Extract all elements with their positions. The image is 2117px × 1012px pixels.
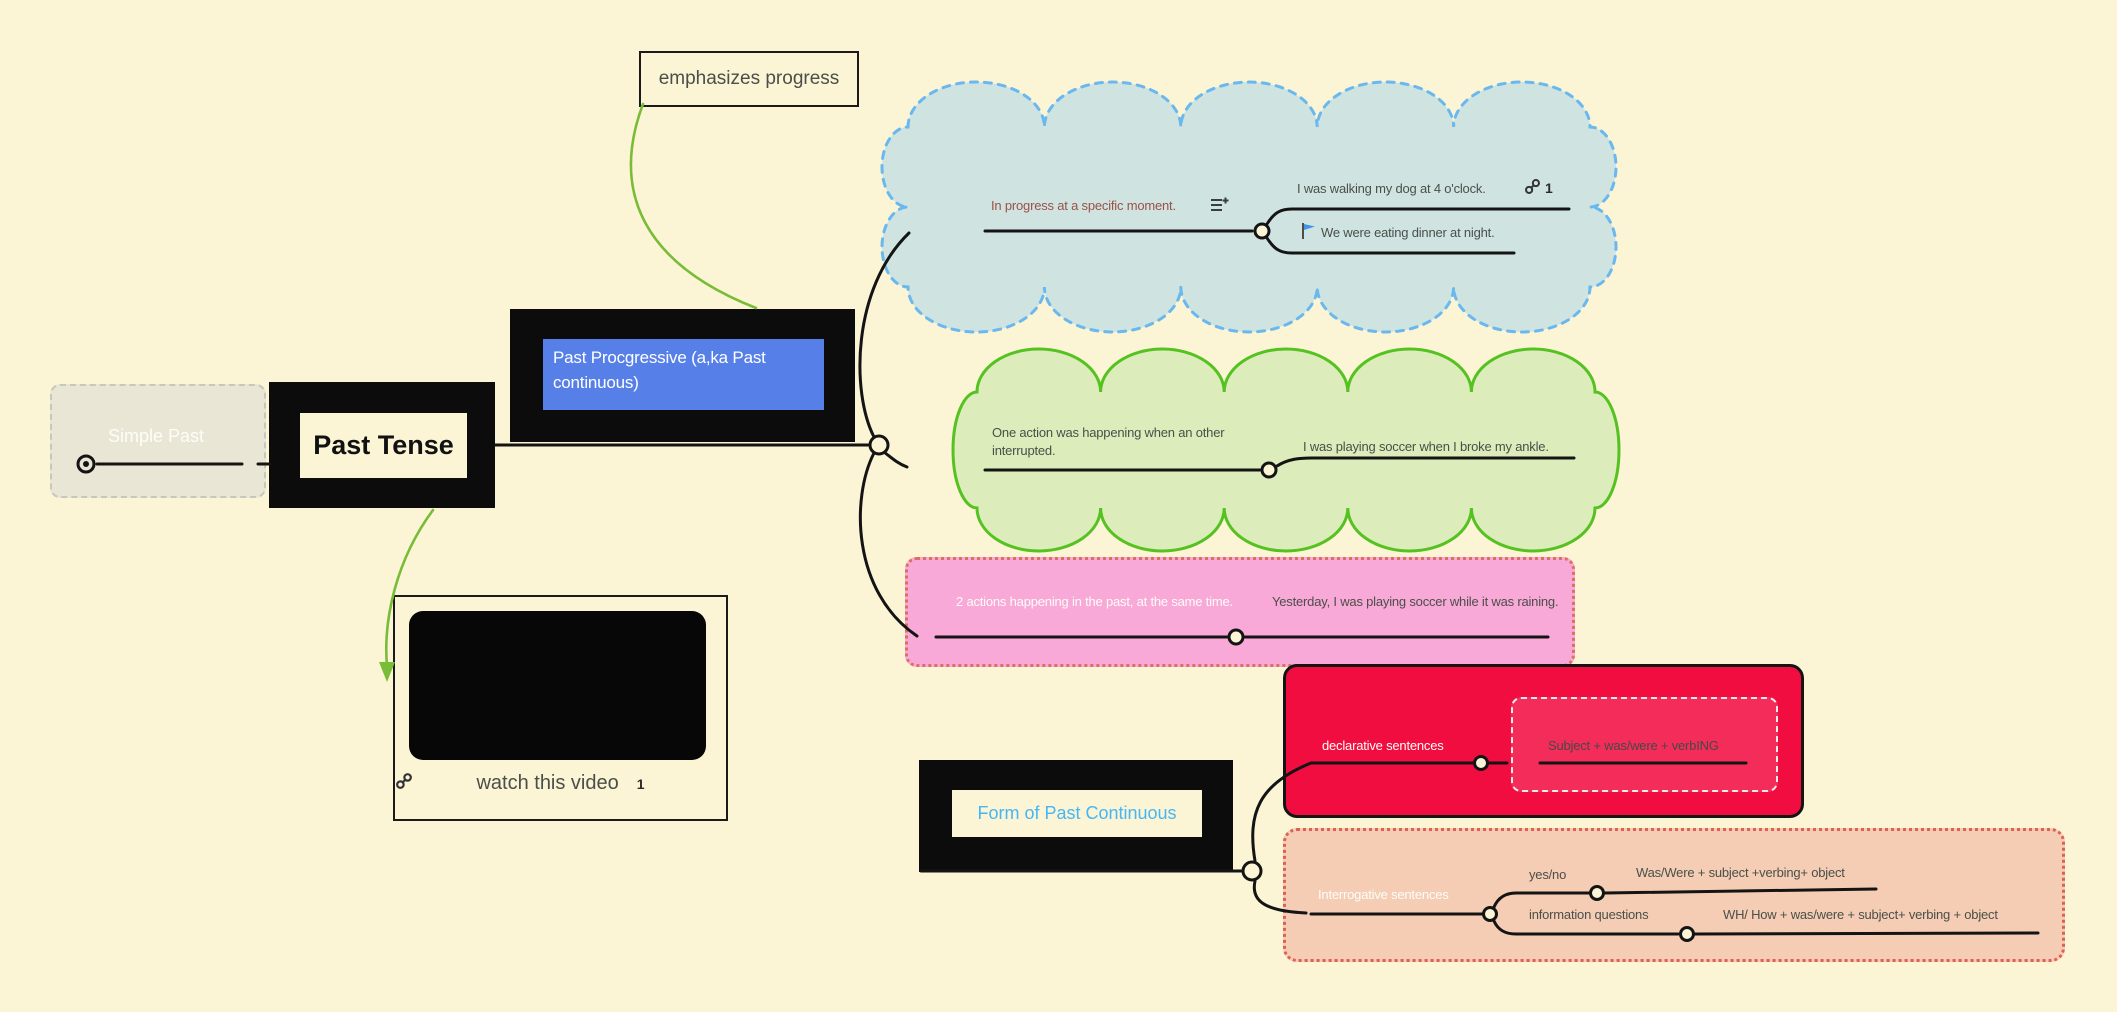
declarative-formula-box[interactable] bbox=[1511, 697, 1778, 792]
connector bbox=[1603, 887, 1878, 895]
connector bbox=[1275, 456, 1576, 468]
connector bbox=[858, 451, 919, 638]
target-icon-dot bbox=[83, 461, 89, 467]
video-caption: watch this video bbox=[476, 772, 619, 794]
connector bbox=[1265, 207, 1571, 226]
video-thumbnail[interactable] bbox=[409, 611, 706, 760]
connector bbox=[1492, 919, 1680, 936]
yes-no-formula[interactable]: Was/Were + subject +verbing+ object bbox=[1636, 865, 1845, 880]
yes-no-label[interactable]: yes/no bbox=[1529, 867, 1567, 882]
declarative-label[interactable]: declarative sentences bbox=[1322, 738, 1444, 753]
declarative-box[interactable] bbox=[1283, 664, 1804, 818]
blue-cloud-shape[interactable] bbox=[880, 80, 1618, 334]
connector bbox=[858, 231, 911, 439]
branch-handle[interactable] bbox=[1679, 926, 1695, 942]
green-cloud-shape[interactable] bbox=[951, 347, 1621, 553]
interrogative-box[interactable] bbox=[1283, 828, 2065, 962]
simple-past-node[interactable] bbox=[50, 384, 266, 498]
blue-example-1-link-count: 1 bbox=[1545, 180, 1553, 196]
past-progressive-highlight: Past Procgressive (a,ka Past continuous) bbox=[543, 339, 824, 410]
form-label: Form of Past Continuous bbox=[977, 803, 1177, 823]
target-icon bbox=[76, 454, 96, 474]
branch-handle[interactable] bbox=[1589, 885, 1605, 901]
declarative-formula[interactable]: Subject + was/were + verbING bbox=[1548, 738, 1719, 753]
blue-cloud-topic[interactable]: In progress at a specific moment. bbox=[991, 198, 1176, 213]
past-progressive-label: Past Procgressive (a,ka Past continuous) bbox=[553, 348, 766, 392]
past-tense-node[interactable]: Past Tense bbox=[269, 382, 495, 508]
connector bbox=[1693, 931, 2040, 936]
connector bbox=[1251, 761, 1313, 863]
interrogative-label[interactable]: Interrogative sentences bbox=[1318, 887, 1449, 902]
video-node[interactable]: watch this video 1 bbox=[393, 595, 728, 821]
form-node[interactable]: Form of Past Continuous bbox=[919, 760, 1233, 872]
relation-arrow[interactable] bbox=[629, 102, 758, 310]
information-label[interactable]: information questions bbox=[1529, 907, 1649, 922]
connector bbox=[1265, 236, 1516, 255]
branch-handle[interactable] bbox=[868, 434, 890, 456]
branch-handle[interactable] bbox=[1260, 461, 1278, 479]
pink-example[interactable]: Yesterday, I was playing soccer while it… bbox=[1272, 594, 1559, 609]
blue-example-1[interactable]: I was walking my dog at 4 o'clock. bbox=[1297, 181, 1486, 196]
branch-handle[interactable] bbox=[1241, 860, 1263, 882]
green-example[interactable]: I was playing soccer when I broke my ank… bbox=[1303, 439, 1549, 454]
arrowhead-icon bbox=[379, 662, 395, 682]
pink-topic[interactable]: 2 actions happening in the past, at the … bbox=[956, 594, 1233, 609]
relation-arrow[interactable] bbox=[385, 508, 435, 668]
simple-past-label: Simple Past bbox=[107, 426, 205, 446]
blue-example-2[interactable]: We were eating dinner at night. bbox=[1321, 225, 1495, 240]
emphasizes-progress-node[interactable]: emphasizes progress bbox=[639, 51, 859, 107]
connector bbox=[1252, 879, 1308, 915]
pink-note-box[interactable] bbox=[905, 557, 1575, 667]
past-tense-label: Past Tense bbox=[313, 430, 454, 460]
green-cloud-topic[interactable]: One action was happening when an other i… bbox=[992, 425, 1225, 458]
connector bbox=[1492, 891, 1591, 909]
past-progressive-node[interactable]: Past Procgressive (a,ka Past continuous) bbox=[510, 309, 855, 442]
connector bbox=[882, 450, 909, 469]
branch-handle[interactable] bbox=[1253, 222, 1271, 240]
branch-handle[interactable] bbox=[1227, 628, 1245, 646]
branch-handle[interactable] bbox=[1482, 906, 1498, 922]
branch-handle[interactable] bbox=[1473, 755, 1489, 771]
information-formula[interactable]: WH/ How + was/were + subject+ verbing + … bbox=[1723, 907, 1998, 922]
video-link-count: 1 bbox=[636, 775, 645, 792]
emphasizes-progress-label: emphasizes progress bbox=[658, 68, 840, 89]
